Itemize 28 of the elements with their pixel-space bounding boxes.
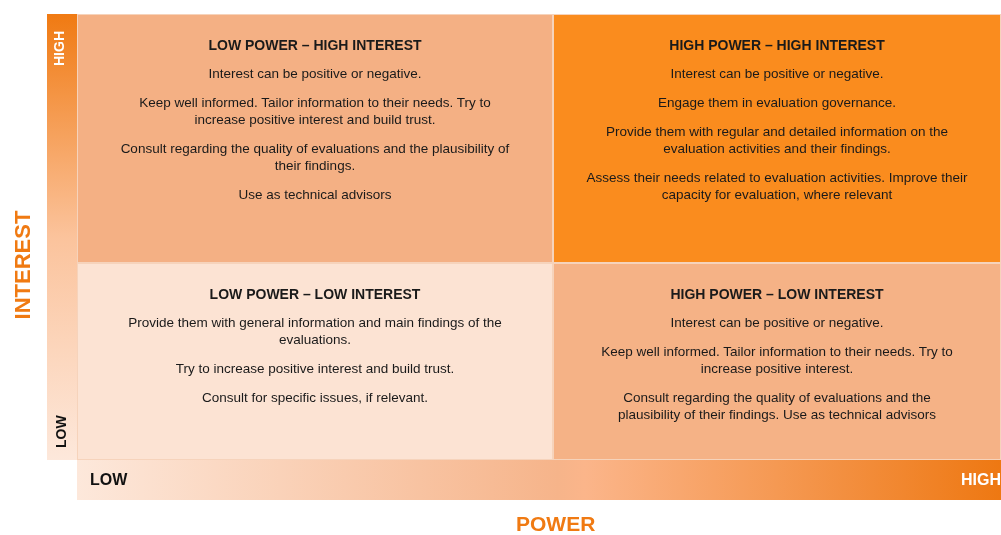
quadrant-heading: HIGH POWER – HIGH INTEREST [668,37,886,53]
quadrant-heading: LOW POWER – HIGH INTEREST [207,37,423,53]
axis-label: HIGH [51,31,67,66]
quadrant-panel [77,14,553,263]
quadrant-text: Engage them in evaluation governance. [657,94,897,111]
quadrant-text: Keep well informed. Tailor information to their needs. Try to increase positive interest and build trust. [138,94,492,128]
quadrant-panel [553,14,1001,263]
axis-label: LOW [53,415,69,448]
axis-title: POWER [516,512,596,535]
quadrant-heading: HIGH POWER – LOW INTEREST [669,286,885,302]
axis-label: LOW [90,471,128,489]
quadrant-text: Use as technical advisors [237,186,393,203]
quadrant-text: Assess their needs related to evaluation activities. Improve their capacity for evaluation, where relevant [585,169,969,203]
quadrant-text: Interest can be positive or negative. [207,65,423,82]
quadrant-text: Interest can be positive or negative. [669,314,885,331]
quadrant-text: Keep well informed. Tailor information to their needs. Try to increase positive interest. [600,343,954,377]
quadrant-text: Interest can be positive or negative. [669,65,885,82]
quadrant-text: Consult regarding the quality of evaluations and the plausibility of their findings. [119,140,511,174]
quadrant-heading: LOW POWER – LOW INTEREST [208,286,422,302]
quadrant-text: Consult regarding the quality of evaluations and the plausibility of their findings. Use as technical advisors [616,389,938,423]
axis-label: HIGH [961,471,1001,489]
quadrant-text: Try to increase positive interest and build trust. [174,360,456,377]
quadrant-panel [553,263,1001,460]
quadrant-text: Provide them with regular and detailed information on the evaluation activities and their findings. [604,123,950,157]
quadrant-text: Provide them with general information and main findings of the evaluations. [127,314,503,348]
axis-title: INTEREST [9,210,36,320]
quadrant-text: Consult for specific issues, if relevant. [201,389,429,406]
quadrant-panel [77,263,553,460]
